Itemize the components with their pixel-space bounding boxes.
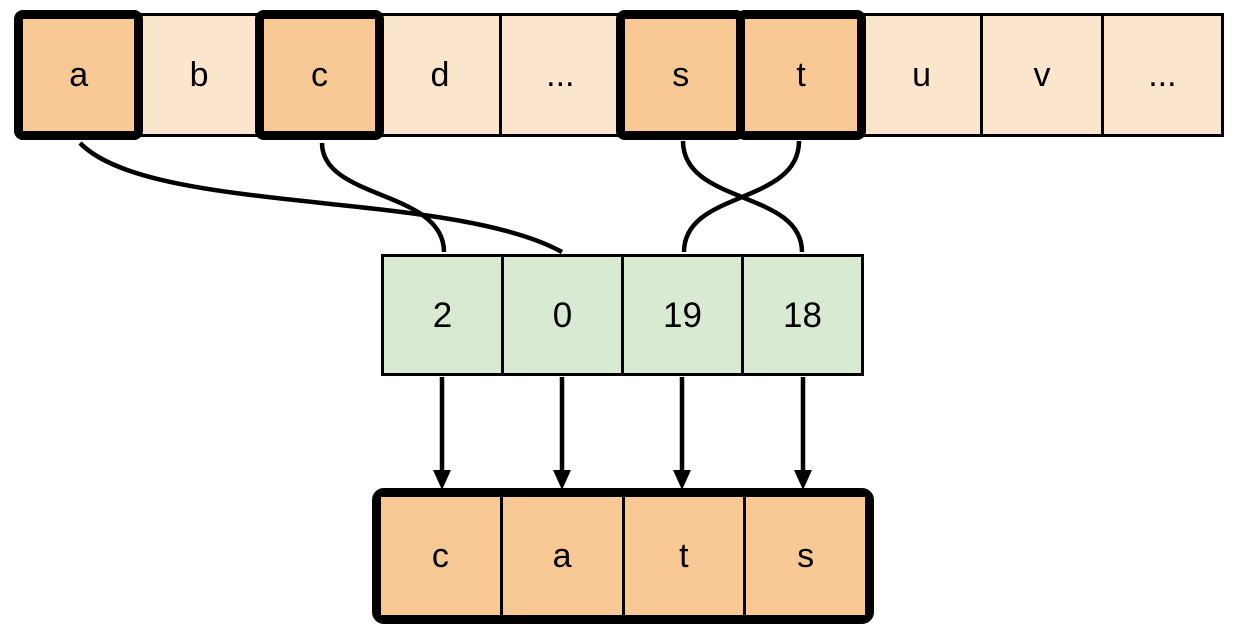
curve-s-to-index18: [680, 140, 805, 253]
alphabet-cell-s: s: [616, 10, 746, 140]
curve-c-to-index2: [319, 142, 447, 253]
arrowhead-index2-to-result: [673, 470, 691, 490]
alphabet-cell-label: ...: [1148, 56, 1177, 94]
alphabet-cell-label: c: [311, 56, 329, 94]
index-cell-1: 0: [501, 254, 624, 376]
alphabet-cell-b: b: [137, 13, 261, 137]
arrowhead-index1-to-result: [553, 470, 571, 490]
index-cell-value: 2: [432, 295, 453, 335]
curve-t-to-index19: [681, 140, 802, 253]
alphabet-cell-label: v: [1033, 56, 1051, 94]
alphabet-cell-label: t: [796, 56, 806, 94]
index-cell-3: 18: [741, 254, 864, 376]
arrowhead-index3-to-result: [794, 470, 812, 490]
index-cell-value: 0: [552, 295, 573, 335]
result-cell-letter: s: [797, 537, 815, 575]
alphabet-cell-a: a: [13, 10, 144, 140]
alphabet-cell-label: ...: [546, 56, 575, 94]
result-cell-3: s: [746, 497, 865, 615]
result-cell-1: a: [502, 497, 622, 615]
index-cell-2: 19: [621, 254, 744, 376]
alphabet-cell-ellipsis-1: ...: [498, 13, 623, 137]
alphabet-cell-label: u: [912, 56, 931, 94]
alphabet-cell-v: v: [980, 13, 1104, 137]
alphabet-cell-label: a: [69, 56, 89, 94]
alphabet-cell-u: u: [859, 13, 984, 137]
result-array: c a t s: [372, 488, 874, 624]
alphabet-cell-label: d: [430, 56, 450, 94]
result-cell-0: c: [381, 497, 500, 615]
result-cell-letter: c: [431, 537, 449, 575]
alphabet-cell-ellipsis-2: ...: [1100, 13, 1225, 137]
alphabet-cell-label: b: [189, 56, 209, 94]
alphabet-cell-t: t: [736, 10, 867, 140]
arrowhead-index0-to-result: [433, 470, 451, 490]
index-array: 2 0 19 18: [381, 254, 864, 376]
index-cell-0: 2: [381, 254, 504, 376]
result-cell-letter: t: [679, 537, 689, 575]
alphabet-array: a b c d ... s t u v ...: [13, 10, 1225, 140]
result-cell-letter: a: [552, 537, 572, 575]
result-cell-2: t: [624, 497, 744, 615]
alphabet-cell-d: d: [378, 13, 502, 137]
alphabet-cell-c: c: [254, 10, 385, 140]
index-cell-value: 18: [783, 295, 822, 335]
index-cell-value: 19: [663, 295, 702, 335]
curve-a-to-index0: [78, 141, 564, 254]
alphabet-cell-label: s: [672, 56, 690, 94]
